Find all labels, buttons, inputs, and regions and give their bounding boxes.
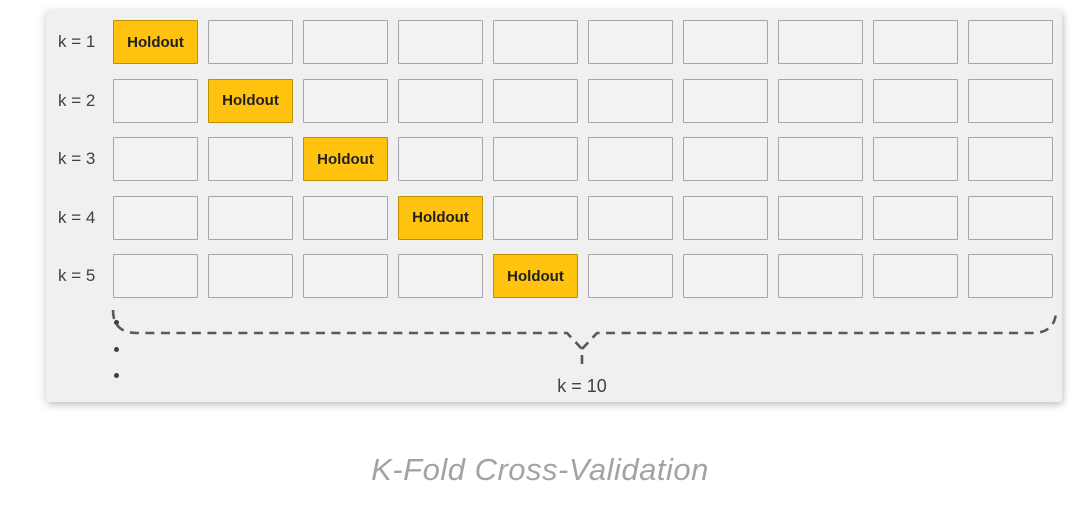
fold-cell bbox=[113, 78, 198, 123]
fold-row: k = 5 Holdout bbox=[46, 254, 1062, 298]
fold-cells: Holdout bbox=[113, 195, 1053, 240]
fold-cell bbox=[873, 195, 958, 240]
fold-cell bbox=[778, 20, 863, 64]
fold-cell bbox=[208, 195, 293, 240]
fold-cell bbox=[683, 137, 768, 181]
fold-cells: Holdout bbox=[113, 137, 1053, 181]
fold-cell bbox=[208, 254, 293, 298]
fold-cell bbox=[778, 78, 863, 123]
fold-cell bbox=[778, 254, 863, 298]
fold-cell bbox=[588, 78, 673, 123]
holdout-cell: Holdout bbox=[398, 195, 483, 240]
fold-row: k = 3 Holdout bbox=[46, 137, 1062, 181]
fold-cell bbox=[588, 137, 673, 181]
holdout-cell: Holdout bbox=[493, 254, 578, 298]
fold-cell bbox=[968, 137, 1053, 181]
fold-cell bbox=[968, 195, 1053, 240]
fold-cells: Holdout bbox=[113, 254, 1053, 298]
fold-cell bbox=[113, 195, 198, 240]
fold-cell bbox=[493, 78, 578, 123]
fold-cell bbox=[873, 78, 958, 123]
fold-cell bbox=[873, 254, 958, 298]
ellipsis-dot bbox=[114, 320, 119, 325]
fold-cell bbox=[778, 195, 863, 240]
holdout-cell: Holdout bbox=[113, 20, 198, 64]
holdout-cell: Holdout bbox=[208, 78, 293, 123]
row-label: k = 4 bbox=[58, 207, 96, 227]
row-label: k = 3 bbox=[58, 149, 96, 168]
caption: K-Fold Cross-Validation bbox=[371, 452, 709, 487]
ellipsis-dot bbox=[114, 347, 119, 352]
fold-row: k = 1 Holdout bbox=[46, 20, 1062, 64]
fold-cell bbox=[683, 254, 768, 298]
k10-label: k = 10 bbox=[557, 376, 607, 396]
fold-cell bbox=[493, 195, 578, 240]
fold-cell bbox=[683, 195, 768, 240]
fold-cell bbox=[873, 137, 958, 181]
fold-cell bbox=[208, 20, 293, 64]
fold-cell bbox=[398, 137, 483, 181]
fold-cell bbox=[303, 78, 388, 123]
fold-cell bbox=[683, 20, 768, 64]
row-label: k = 1 bbox=[58, 32, 96, 51]
ellipsis-dot bbox=[114, 373, 119, 378]
fold-row: k = 4 Holdout bbox=[46, 195, 1062, 240]
fold-cell bbox=[588, 20, 673, 64]
row-label: k = 5 bbox=[58, 266, 96, 285]
fold-cell bbox=[588, 195, 673, 240]
fold-cell bbox=[303, 20, 388, 64]
fold-cell bbox=[968, 254, 1053, 298]
fold-cells: Holdout bbox=[113, 78, 1053, 123]
fold-cell bbox=[493, 137, 578, 181]
fold-cell bbox=[113, 137, 198, 181]
fold-row: k = 2 Holdout bbox=[46, 78, 1062, 123]
fold-cell bbox=[398, 254, 483, 298]
fold-cell bbox=[493, 20, 578, 64]
fold-cell bbox=[968, 78, 1053, 123]
holdout-cell: Holdout bbox=[303, 137, 388, 181]
fold-cells: Holdout bbox=[113, 20, 1053, 64]
fold-cell bbox=[398, 20, 483, 64]
fold-cell bbox=[208, 137, 293, 181]
fold-cell bbox=[683, 78, 768, 123]
fold-cell bbox=[303, 254, 388, 298]
row-label: k = 2 bbox=[58, 90, 96, 110]
fold-cell bbox=[303, 195, 388, 240]
fold-cell bbox=[968, 20, 1053, 64]
fold-cell bbox=[778, 137, 863, 181]
fold-cell bbox=[398, 78, 483, 123]
fold-cell bbox=[113, 254, 198, 298]
fold-cell bbox=[588, 254, 673, 298]
fold-cell bbox=[873, 20, 958, 64]
